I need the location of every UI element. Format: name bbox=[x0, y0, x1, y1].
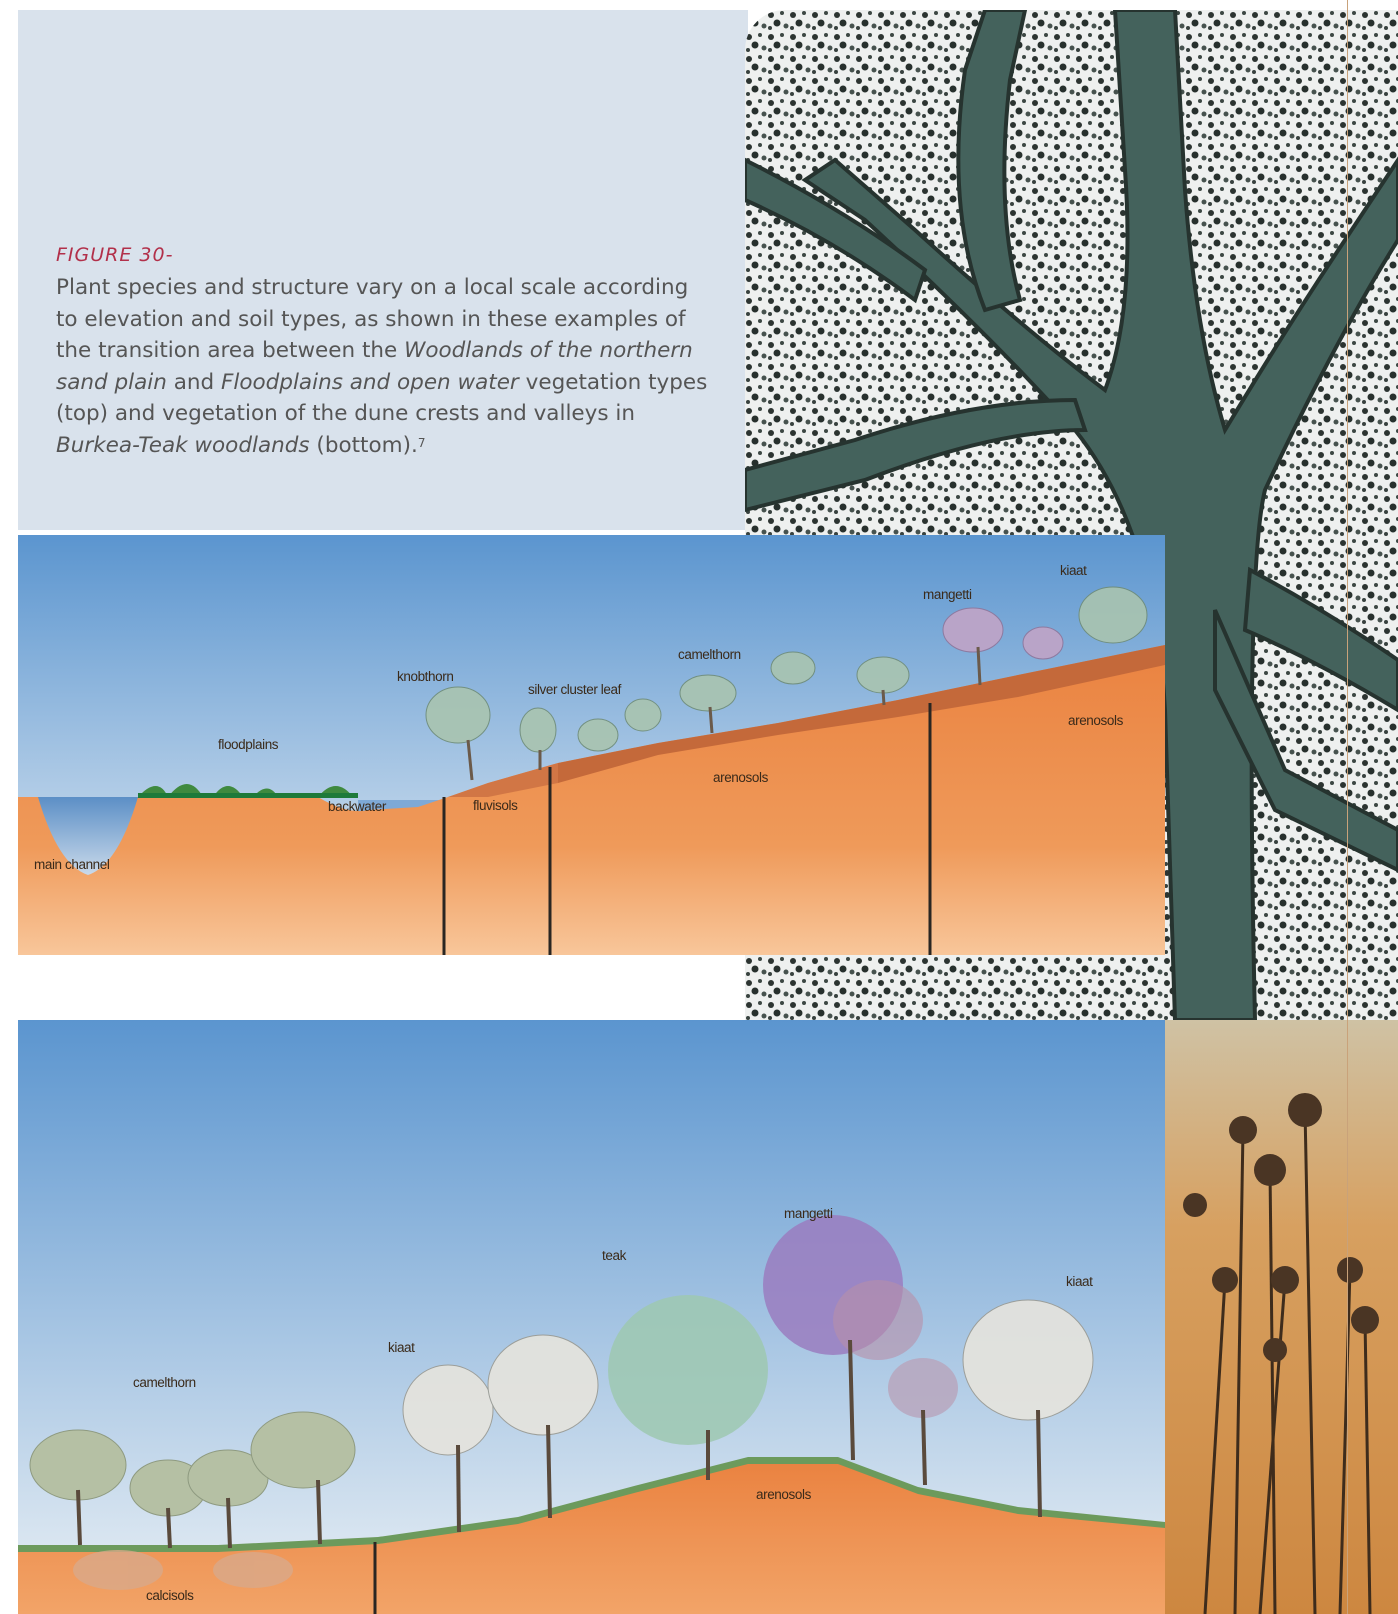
label-kiaat-right: kiaat bbox=[1066, 1274, 1093, 1289]
dune-crest-transect-diagram: camelthorn calcisols kiaat teak mangetti… bbox=[18, 1020, 1165, 1614]
label-arenosols-lower: arenosols bbox=[713, 770, 768, 785]
caption-segment: Burkea-Teak woodlands bbox=[56, 433, 310, 458]
page-edge-line bbox=[1347, 0, 1348, 1614]
label-arenosols: arenosols bbox=[756, 1487, 811, 1502]
label-kiaat: kiaat bbox=[1060, 563, 1087, 578]
label-knobthorn: knobthorn bbox=[397, 669, 453, 684]
label-calcisols: calcisols bbox=[146, 1588, 193, 1603]
footnote-marker: 7 bbox=[418, 436, 426, 450]
floodplain-transect-diagram: floodplains backwater main channel knobt… bbox=[18, 535, 1165, 955]
label-camelthorn: camelthorn bbox=[133, 1375, 196, 1390]
label-teak: teak bbox=[602, 1248, 626, 1263]
label-kiaat-left: kiaat bbox=[388, 1340, 415, 1355]
label-camelthorn: camelthorn bbox=[678, 647, 741, 662]
label-arenosols-upper: arenosols bbox=[1068, 713, 1123, 728]
label-backwater: backwater bbox=[328, 799, 386, 814]
label-floodplains: floodplains bbox=[218, 737, 278, 752]
label-main-channel: main channel bbox=[34, 857, 110, 872]
label-mangetti: mangetti bbox=[923, 587, 972, 602]
caption-segment: and bbox=[167, 370, 221, 395]
caption-segment: (bottom). bbox=[310, 433, 418, 458]
caption-segment: Floodplains and open water bbox=[221, 370, 519, 395]
figure-label: FIGURE 30- bbox=[56, 244, 173, 266]
label-silver-cluster-leaf: silver cluster leaf bbox=[528, 682, 621, 697]
grass-seedheads-photo bbox=[1165, 1020, 1398, 1614]
figure-caption: Plant species and structure vary on a lo… bbox=[56, 272, 716, 461]
label-fluvisols: fluvisols bbox=[473, 798, 517, 813]
label-mangetti: mangetti bbox=[784, 1206, 833, 1221]
caption-body: Plant species and structure vary on a lo… bbox=[56, 275, 707, 458]
